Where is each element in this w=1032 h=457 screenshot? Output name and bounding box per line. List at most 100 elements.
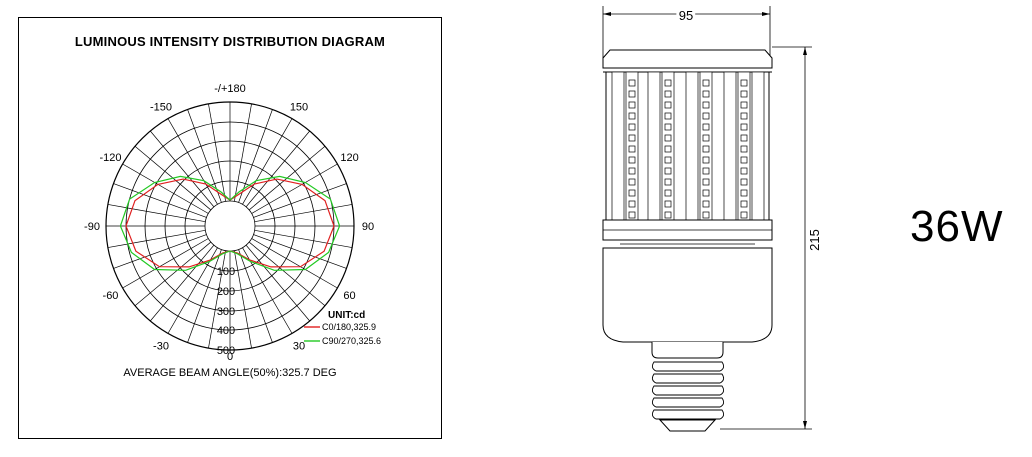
led-chip [628, 112, 636, 120]
legend-label: C0/180,325.9 [322, 322, 376, 332]
led-chip [740, 156, 748, 164]
led-chip [740, 211, 748, 219]
polar-spoke [248, 241, 326, 306]
led-chip [702, 178, 710, 186]
led-chip [702, 211, 710, 219]
polar-spoke [113, 183, 207, 218]
polar-spoke [122, 163, 209, 214]
diagram-title: LUMINOUS INTENSITY DISTRIBUTION DIAGRAM [74, 34, 386, 49]
angle-label: 120 [340, 152, 358, 164]
polar-spoke [245, 244, 310, 322]
angle-label: -60 [103, 290, 119, 302]
led-chip [740, 134, 748, 142]
led-chip [664, 79, 672, 87]
radial-label: 100 [217, 266, 235, 278]
led-chip [702, 123, 710, 131]
polar-diagram-panel: LUMINOUS INTENSITY DISTRIBUTION DIAGRAM [18, 17, 442, 439]
led-chip [628, 90, 636, 98]
led-chip [702, 145, 710, 153]
screw-tip [658, 419, 717, 432]
led-chip [664, 178, 672, 186]
led-chip [628, 101, 636, 109]
led-chip [740, 112, 748, 120]
led-chip [740, 101, 748, 109]
bulb-neck [651, 342, 724, 359]
legend-label: C90/270,325.6 [322, 336, 381, 346]
screw-thread [651, 373, 725, 384]
height-arrow-bottom [803, 421, 807, 429]
led-chip [664, 145, 672, 153]
led-chip [664, 123, 672, 131]
led-chip [702, 112, 710, 120]
polar-spoke [233, 250, 252, 349]
angle-label: -120 [99, 152, 121, 164]
polar-spoke [187, 249, 222, 343]
polar-spoke [113, 234, 207, 269]
led-strip [647, 71, 661, 221]
polar-spoke [242, 118, 293, 205]
beam-angle-footer: AVERAGE BEAM ANGLE(50%):325.7 DEG [123, 367, 336, 379]
led-chip [628, 134, 636, 142]
polar-spoke [134, 241, 212, 306]
led-chip [702, 156, 710, 164]
led-chip [664, 156, 672, 164]
led-chip [628, 200, 636, 208]
radial-label: 400 [217, 325, 235, 337]
polar-spoke [208, 103, 227, 202]
led-chip [740, 200, 748, 208]
polar-spoke [253, 234, 347, 269]
angle-label: -90 [84, 221, 100, 233]
angle-label: -30 [153, 341, 169, 353]
polar-spoke [208, 250, 227, 349]
bulb-driver-housing [602, 247, 773, 343]
led-chip [702, 101, 710, 109]
led-chip [664, 167, 672, 175]
led-strip [751, 71, 765, 221]
polar-spoke [251, 238, 338, 289]
led-chip [740, 79, 748, 87]
screw-thread [651, 361, 725, 372]
polar-spoke [253, 183, 347, 218]
polar-spoke [238, 249, 273, 343]
angle-label: 90 [362, 221, 374, 233]
screw-thread [651, 397, 725, 408]
led-chip [740, 90, 748, 98]
led-chip [740, 123, 748, 131]
led-chip [664, 112, 672, 120]
polar-spoke [107, 204, 206, 223]
led-chip [628, 189, 636, 197]
led-fins [611, 71, 765, 221]
polar-spoke [107, 229, 206, 248]
angle-label: 60 [343, 290, 355, 302]
led-chip [740, 167, 748, 175]
width-arrow-right [762, 12, 770, 16]
polar-spoke [238, 109, 273, 203]
polar-spoke [150, 130, 215, 208]
polar-spoke [167, 118, 218, 205]
wattage-label: 36W [910, 202, 1004, 251]
angle-label: -150 [150, 101, 172, 113]
led-chip [702, 90, 710, 98]
led-chip [702, 167, 710, 175]
led-chip [664, 200, 672, 208]
width-arrow-left [603, 12, 611, 16]
led-strip [723, 71, 737, 221]
height-arrow-top [803, 47, 807, 55]
screw-thread [651, 385, 725, 396]
angle-label: -/+180 [214, 83, 246, 95]
led-chip [628, 167, 636, 175]
led-chip [628, 156, 636, 164]
unit-label: UNIT:cd [328, 310, 365, 321]
led-chip [664, 189, 672, 197]
height-label: 215 [807, 229, 822, 251]
led-chip [628, 178, 636, 186]
polar-spoke [122, 238, 209, 289]
polar-spoke [254, 204, 353, 223]
angle-label: 150 [290, 101, 308, 113]
polar-spoke [233, 103, 252, 202]
led-chip [628, 211, 636, 219]
led-chip [628, 145, 636, 153]
angle-label: 30 [293, 341, 305, 353]
led-chip [628, 123, 636, 131]
